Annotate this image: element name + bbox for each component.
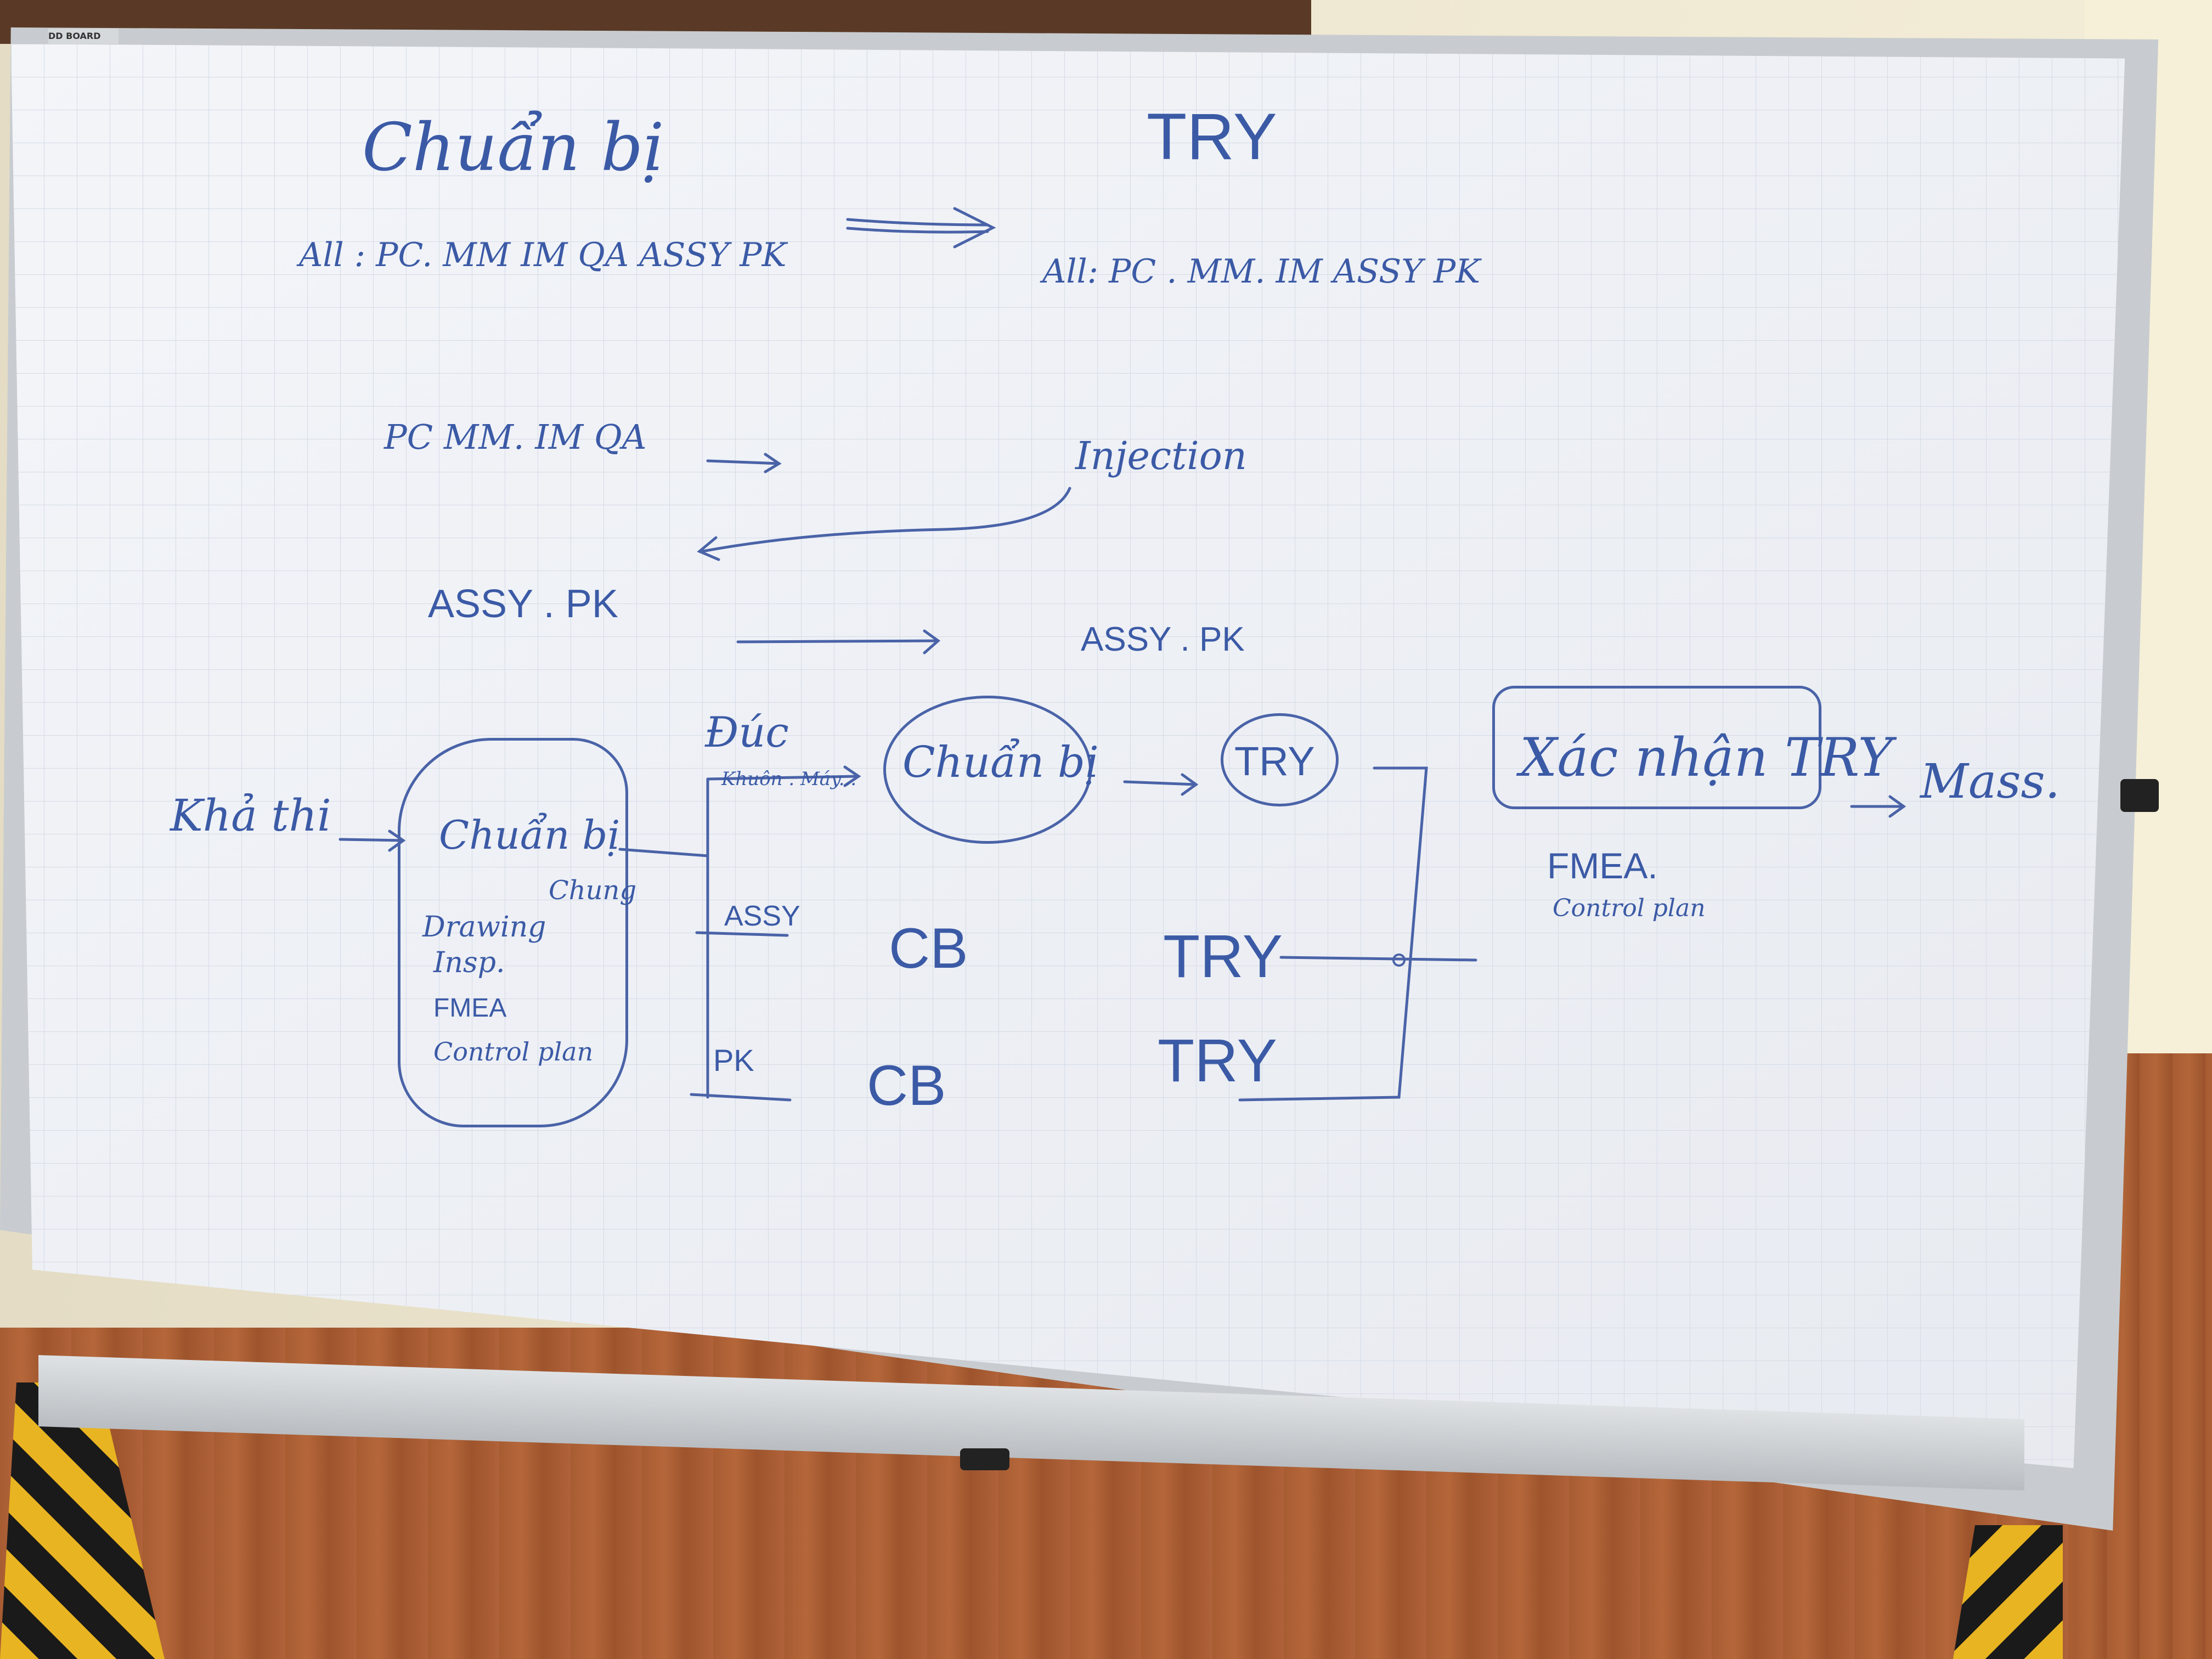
control-plan-label: Control plan <box>1553 894 1706 922</box>
all-departments-right: All: PC . MM. IM ASSY PK <box>1042 252 1481 291</box>
row2-departments: PC MM. IM QA <box>384 417 647 457</box>
prep-box-subtitle: Chung <box>549 875 637 906</box>
row3-assy-pk-left: ASSY . PK <box>428 582 618 626</box>
prep-circle-outline <box>883 696 1092 844</box>
prep-box-title: Chuẩn bị <box>439 812 620 858</box>
assy-branch-label: ASSY <box>724 900 800 932</box>
all-departments-left: All : PC. MM IM QA ASSY PK <box>299 236 787 274</box>
cb-label: CB <box>867 1054 946 1118</box>
board-side-clip <box>2120 779 2159 812</box>
prep-circle-label: Chuẩn bị <box>902 738 1099 787</box>
try-circle-label: TRY <box>1234 738 1315 784</box>
row3-assy-pk-right: ASSY . PK <box>1081 620 1245 658</box>
confirm-box-outline <box>1492 686 1821 809</box>
injection-label: Injection <box>1075 433 1247 478</box>
kha-thi-label: Khả thi <box>170 790 331 841</box>
fmea-label: FMEA. <box>1547 845 1658 886</box>
confirm-box-label: Xác nhận TRY <box>1520 727 1893 788</box>
heading-try: TRY <box>1147 100 1277 173</box>
duc-sublabel: Khuôn . Máy... <box>721 768 857 790</box>
board-bottom-clip <box>960 1448 1009 1470</box>
prep-box-item: Control plan <box>433 1037 594 1066</box>
prep-box-outline <box>398 738 628 1127</box>
try-label: TRY <box>1158 1027 1278 1094</box>
whiteboard-grid <box>11 44 2125 1469</box>
mass-label: Mass. <box>1920 754 2060 809</box>
pk-branch-label: PK <box>713 1043 754 1077</box>
duc-label: Đúc <box>705 708 789 757</box>
heading-chuan-bi: Chuẩn bị <box>362 110 664 186</box>
board-brand-label: DD BOARD <box>48 29 119 44</box>
whiteboard-surface <box>11 44 2125 1469</box>
try-circle-outline <box>1221 713 1339 806</box>
prep-box-item: FMEA <box>433 994 507 1023</box>
prep-box-item: Drawing <box>422 911 546 944</box>
prep-box-item: Insp. <box>433 946 505 979</box>
cb-label: CB <box>889 917 968 980</box>
try-label: TRY <box>1163 923 1283 990</box>
